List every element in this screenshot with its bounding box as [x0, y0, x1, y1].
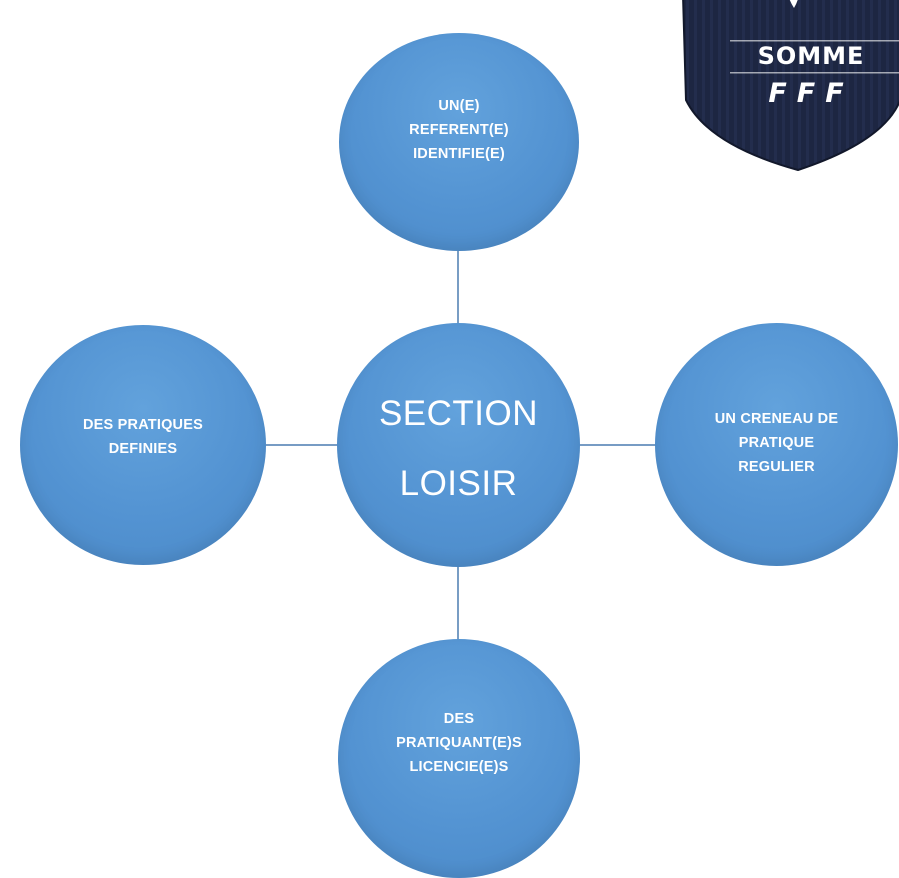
node-creneau-label: UN CRENEAU DE PRATIQUE REGULIER	[714, 410, 839, 475]
node-pratiquants: DES PRATIQUANT(E)S LICENCIE(E)S	[338, 639, 580, 878]
shield-icon	[682, 0, 899, 172]
district-logo: SOMME FFF	[678, 0, 899, 175]
node-referent-label: UN(E) REFERENT(E) IDENTIFIE(E)	[409, 98, 509, 162]
node-section-loisir-label: SECTION LOISIR	[379, 377, 538, 517]
logo-text-somme: SOMME	[757, 42, 865, 70]
node-pratiques-label: DES PRATIQUES DEFINIES	[83, 417, 203, 457]
logo-text-fff: FFF	[768, 78, 854, 109]
node-creneau: UN CRENEAU DE PRATIQUE REGULIER	[655, 323, 898, 566]
center-line1: SECTION	[378, 394, 539, 433]
center-line2: LOISIR	[399, 464, 518, 503]
node-pratiques: DES PRATIQUES DEFINIES	[20, 325, 266, 565]
node-section-loisir: SECTION LOISIR	[337, 323, 580, 567]
node-pratiquants-label: DES PRATIQUANT(E)S LICENCIE(E)S	[396, 710, 522, 775]
node-referent: UN(E) REFERENT(E) IDENTIFIE(E)	[339, 33, 579, 251]
